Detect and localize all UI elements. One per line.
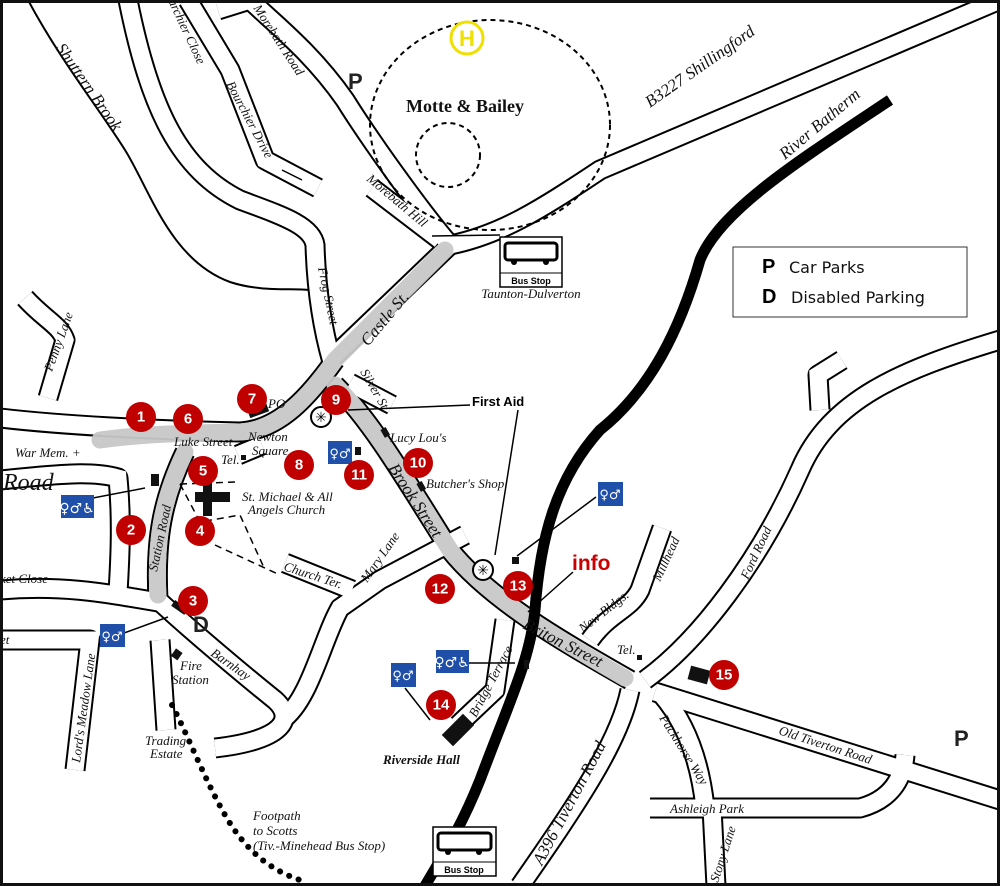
svg-text:9: 9	[332, 392, 340, 409]
svg-text:Bus Stop: Bus Stop	[511, 276, 551, 286]
svg-text:15: 15	[716, 667, 733, 684]
marker-12[interactable]: 12	[425, 574, 455, 604]
svg-text:4: 4	[196, 523, 205, 540]
motte-bailey-outline	[369, 19, 611, 231]
car-park-symbol: P	[954, 726, 969, 751]
label-trading-estate: Trading	[145, 733, 187, 748]
svg-text:♀♂♿: ♀♂♿	[434, 655, 469, 671]
marker-2[interactable]: 2	[116, 515, 146, 545]
svg-text:8: 8	[295, 457, 303, 474]
svg-text:3: 3	[189, 593, 197, 610]
bus-stop-icon[interactable]: Bus Stop	[499, 236, 563, 288]
legend-disabled-parking: Disabled Parking	[791, 288, 925, 307]
label-telephone: Tel.	[221, 452, 240, 467]
bus-stop-icon[interactable]: Bus Stop	[432, 826, 497, 877]
helipad-icon: H	[449, 20, 485, 56]
marker-1[interactable]: 1	[126, 402, 156, 432]
landmark-labels: War Mem. + PO Tel. Tel. Lucy Lou's Butch…	[15, 394, 636, 853]
marker-9[interactable]: 9	[321, 385, 351, 415]
toilets-icon: ♀♂	[391, 663, 416, 687]
svg-text:14: 14	[433, 697, 450, 714]
toilets-icon: ♀♂	[100, 624, 125, 647]
pointer-arrows	[92, 169, 597, 721]
toilets-icon: ♀♂	[598, 482, 623, 506]
label-church: St. Michael & All	[242, 489, 333, 504]
svg-text:6: 6	[184, 411, 192, 428]
legend-d-symbol: D	[762, 286, 776, 308]
marker-13[interactable]: 13	[503, 571, 533, 601]
label-footpath-2: to Scotts	[253, 823, 297, 838]
svg-text:✳: ✳	[315, 410, 327, 426]
label-trading-estate-2: Estate	[149, 746, 183, 761]
marker-11[interactable]: 11	[344, 460, 374, 490]
label-road: Road	[2, 470, 55, 496]
label-butchers-shop: Butcher's Shop	[426, 476, 505, 491]
toilets-disabled-icon: ♀♂♿	[59, 495, 95, 518]
main-street-highlight	[91, 241, 634, 687]
marker-10[interactable]: 10	[403, 448, 433, 478]
marker-14[interactable]: 14	[426, 690, 456, 720]
toilets-disabled-icon: ♀♂♿	[434, 650, 470, 673]
label-luke-street: Luke Street	[173, 434, 233, 449]
label-church-2: Angels Church	[247, 502, 325, 517]
label-footpath-3: (Tiv.-Minehead Bus Stop)	[253, 838, 385, 853]
marker-5[interactable]: 5	[188, 456, 218, 486]
legend-car-parks: Car Parks	[789, 258, 865, 277]
svg-text:12: 12	[432, 581, 449, 598]
label-et: et	[0, 632, 10, 647]
numbered-markers: 1 2 3 4 5 6 7 8 9 10 11 12 13 14 15	[116, 384, 739, 720]
label-telephone: Tel.	[617, 642, 636, 657]
label-footpath: Footpath	[252, 808, 301, 823]
svg-text:✳: ✳	[477, 563, 489, 579]
svg-text:♀♂: ♀♂	[599, 488, 620, 503]
label-close: ket Close	[0, 571, 48, 586]
church-cross-icon	[195, 482, 230, 516]
legend: P Car Parks D Disabled Parking	[732, 246, 968, 318]
label-ashleigh-park: Ashleigh Park	[669, 801, 744, 816]
svg-text:♀♂♿: ♀♂♿	[59, 501, 94, 517]
car-park-symbol: P	[348, 69, 363, 94]
label-lucy-lous: Lucy Lou's	[389, 430, 447, 445]
svg-text:♀♂: ♀♂	[329, 447, 350, 462]
motte-inner	[415, 122, 481, 188]
svg-text:Bus Stop: Bus Stop	[444, 865, 484, 875]
toilets-icon: ♀♂	[328, 441, 352, 464]
river-batherm	[420, 95, 894, 886]
marker-3[interactable]: 3	[178, 586, 208, 616]
marker-6[interactable]: 6	[173, 404, 203, 434]
svg-text:♀♂: ♀♂	[392, 669, 413, 684]
label-post-office: PO	[267, 396, 286, 411]
label-riverside-hall: Riverside Hall	[382, 752, 460, 767]
label-first-aid: First Aid	[472, 394, 524, 409]
legend-p-symbol: P	[762, 256, 775, 278]
svg-text:5: 5	[199, 463, 207, 480]
bus-route-label: Taunton-Dulverton	[481, 286, 580, 301]
label-newton-square: Newton	[247, 429, 288, 444]
svg-text:11: 11	[351, 467, 367, 484]
svg-text:1: 1	[137, 409, 145, 426]
shuttern-brook	[27, 0, 311, 291]
label-newton-square-2: Square	[252, 443, 289, 458]
label-fire-station: Fire	[179, 658, 202, 673]
svg-text:♀♂: ♀♂	[101, 630, 122, 645]
footpath	[169, 702, 303, 883]
svg-text:H: H	[459, 26, 475, 51]
motte-bailey-label: Motte & Bailey	[406, 96, 524, 116]
marker-7[interactable]: 7	[237, 384, 267, 414]
svg-text:2: 2	[127, 522, 135, 539]
svg-text:10: 10	[410, 455, 427, 472]
first-aid-icons: ✳ ✳	[310, 406, 494, 581]
label-fire-station-2: Station	[172, 672, 209, 687]
marker-15[interactable]: 15	[709, 660, 739, 690]
svg-text:13: 13	[510, 578, 527, 595]
label-info: info	[572, 552, 610, 575]
disabled-parking-symbol: D	[193, 612, 209, 637]
svg-text:7: 7	[248, 391, 256, 408]
marker-8[interactable]: 8	[284, 450, 314, 480]
marker-4[interactable]: 4	[185, 516, 215, 546]
label-war-memorial: War Mem. +	[15, 445, 81, 460]
